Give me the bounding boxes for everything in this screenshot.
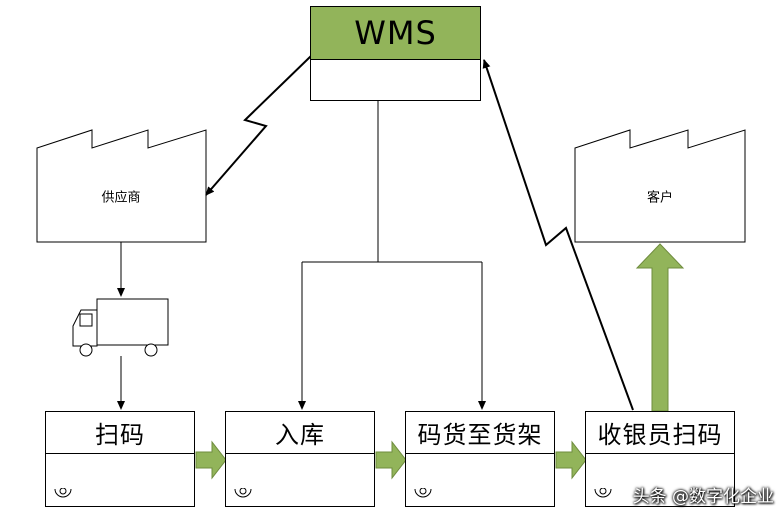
operator-icon bbox=[234, 488, 252, 498]
operator-icon bbox=[594, 488, 612, 498]
wms-to-supplier-connector bbox=[205, 55, 312, 196]
wms-system-box: WMS bbox=[310, 6, 481, 101]
step-shelving-label: 码货至货架 bbox=[406, 412, 554, 454]
operator-icon bbox=[414, 488, 432, 498]
truck-icon bbox=[72, 298, 169, 357]
watermark-text: 头条 @数字化企业 bbox=[632, 486, 774, 507]
step-scan: 扫码 bbox=[45, 411, 195, 507]
flow-arrow-3 bbox=[555, 440, 587, 480]
delivery-arrow bbox=[635, 243, 685, 412]
wms-title: WMS bbox=[311, 7, 480, 60]
step-cashier-scan-label: 收银员扫码 bbox=[586, 412, 734, 454]
customer-factory bbox=[574, 129, 746, 243]
supplier-label: 供应商 bbox=[101, 190, 141, 206]
step-shelving: 码货至货架 bbox=[405, 411, 555, 507]
scan-to-wms-connector bbox=[482, 59, 634, 411]
flow-arrow-2 bbox=[375, 440, 407, 480]
customer-label: 客户 bbox=[646, 190, 674, 206]
supplier-factory bbox=[36, 129, 207, 243]
step-scan-label: 扫码 bbox=[46, 412, 194, 454]
step-cashier-scan: 收银员扫码 bbox=[585, 411, 735, 507]
operator-icon bbox=[54, 488, 72, 498]
step-inbound: 入库 bbox=[225, 411, 375, 507]
wms-distribution-lines bbox=[298, 101, 486, 410]
flow-arrow-1 bbox=[195, 440, 227, 480]
step-inbound-label: 入库 bbox=[226, 412, 374, 454]
